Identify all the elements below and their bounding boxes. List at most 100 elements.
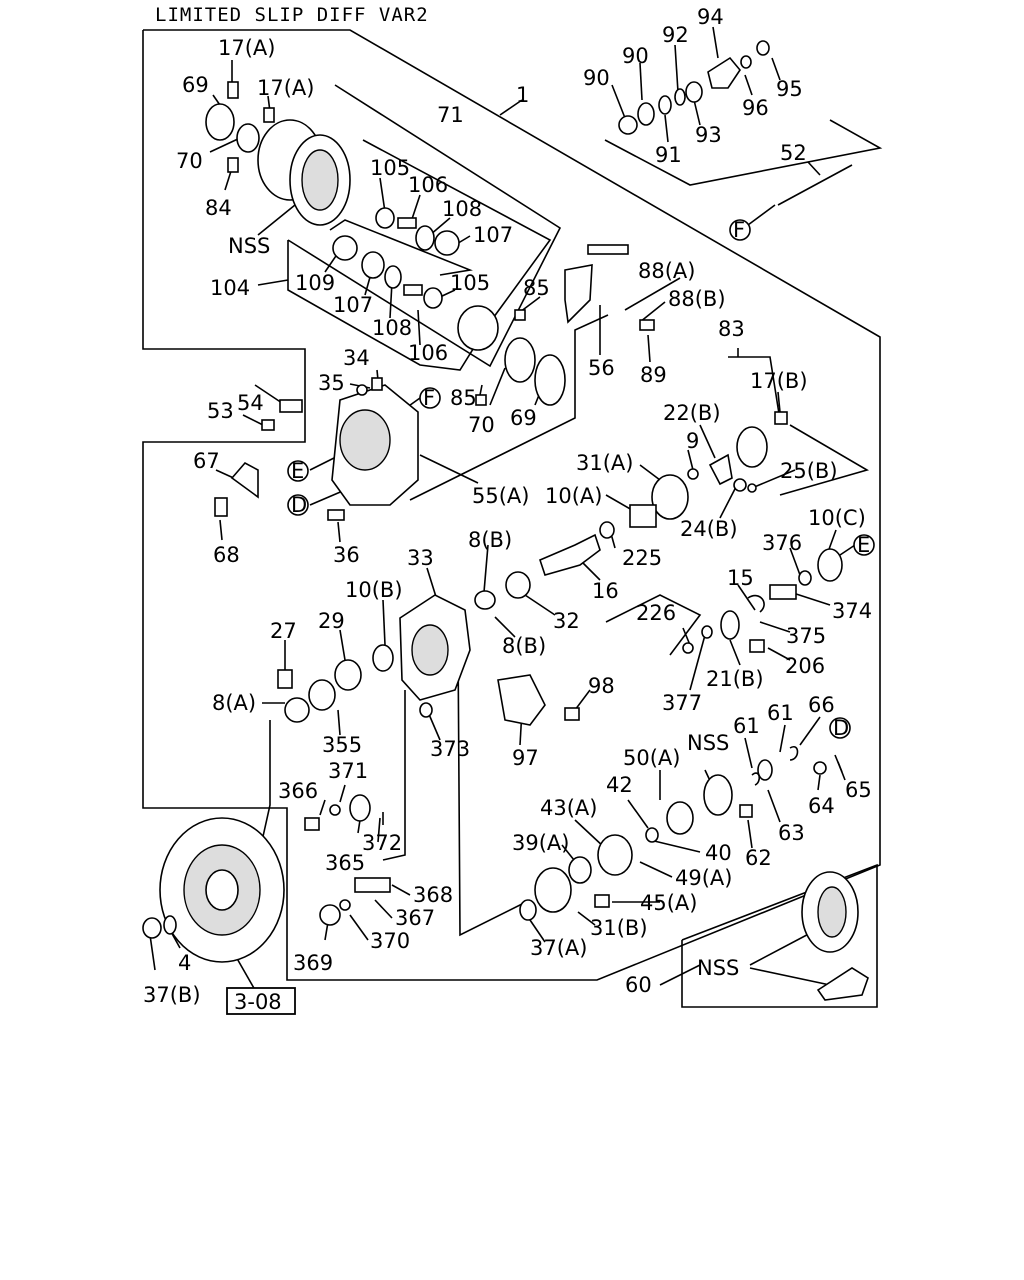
plate-355-shape <box>308 679 336 711</box>
ring-376-shape <box>798 570 812 586</box>
part-label-376: 376 <box>762 531 802 555</box>
part-label-371: 371 <box>328 759 368 783</box>
part-label-4: 4 <box>178 951 191 975</box>
ring-91-shape <box>658 95 672 115</box>
part-label-52: 52 <box>780 141 807 165</box>
gear-31a-shape <box>651 474 689 520</box>
marker-e-2-text: E <box>857 533 870 557</box>
plug-373-shape <box>419 702 433 718</box>
part-label-369: 369 <box>293 951 333 975</box>
part-label-33: 33 <box>407 546 434 570</box>
part-label-94: 94 <box>697 5 724 29</box>
bolt-89-shape <box>639 319 655 331</box>
subassembly-71-outline <box>287 84 562 368</box>
part-label-71: 71 <box>437 103 464 127</box>
part-label-67: 67 <box>193 449 220 473</box>
group-8a-outline <box>259 720 271 851</box>
bolt-17a-2-shape <box>263 107 275 123</box>
bearing-10c-shape <box>817 548 843 582</box>
group-83-outline <box>728 356 781 421</box>
marker-d-1 <box>287 494 309 516</box>
part-label-70: 70 <box>176 149 203 173</box>
gear-105-shape <box>375 207 395 229</box>
part-label-17b: 17(B) <box>750 369 808 393</box>
part-label-105: 105 <box>370 156 410 180</box>
bearing-cap-56-shape <box>564 264 593 324</box>
washer-370-shape <box>339 899 351 911</box>
diagram-title: LIMITED SLIP DIFF VAR2 <box>155 4 429 26</box>
part-label-8b: 8(B) <box>468 528 512 552</box>
marker-e-1 <box>287 460 309 482</box>
part-label-65: 65 <box>845 778 872 802</box>
part-label-365: 365 <box>325 851 365 875</box>
part-label-nss: NSS <box>228 234 270 258</box>
marker-d-2-text: D <box>833 716 849 740</box>
part-label-25b: 25(B) <box>780 459 838 483</box>
part-label-21b: 21(B) <box>706 667 764 691</box>
nut-95-shape <box>756 40 770 56</box>
race-70b-shape <box>504 337 536 383</box>
part-label-1: 1 <box>516 83 529 107</box>
group-372-outline <box>382 690 406 861</box>
part-label-104: 104 <box>210 276 250 300</box>
bolt-98-shape <box>564 707 580 721</box>
part-label-64: 64 <box>808 794 835 818</box>
housing-43a-shape <box>597 834 633 876</box>
nut-37b-shape <box>142 917 162 939</box>
gear-31b-shape <box>534 867 572 913</box>
washer-225-shape <box>599 521 615 539</box>
reference-markers: F E D F E D <box>287 218 875 740</box>
page-ref-box[interactable] <box>226 987 296 1015</box>
part-label-62: 62 <box>745 846 772 870</box>
marker-d-2 <box>829 717 851 739</box>
part-label-53: 53 <box>207 399 234 423</box>
shaft-group-outline <box>604 119 883 186</box>
collar-83-shape <box>736 426 768 468</box>
plate-107b-shape <box>361 251 385 279</box>
bolt-17b-shape <box>774 411 788 425</box>
washer-4-shape <box>163 915 177 935</box>
part-label-377: 377 <box>662 691 702 715</box>
page-ref-link[interactable]: 3-08 <box>234 990 282 1014</box>
marker-f-2 <box>729 219 751 241</box>
part-label-96: 96 <box>742 96 769 120</box>
bolt-34-shape <box>371 377 383 391</box>
part-label-225: 225 <box>622 546 662 570</box>
part-label-90-2: 90 <box>622 44 649 68</box>
plate-109-shape <box>332 235 358 261</box>
part-label-61-2: 61 <box>733 714 760 738</box>
bolt-17a-shape <box>227 81 239 99</box>
part-label-69-2: 69 <box>510 406 537 430</box>
bolt-27-shape <box>277 669 293 689</box>
clip-66-shape <box>789 746 799 761</box>
spring-106-shape <box>397 217 417 229</box>
race-70-shape <box>236 123 260 153</box>
part-label-35: 35 <box>318 371 345 395</box>
bolt-85-shape <box>514 309 526 321</box>
part-label-92: 92 <box>662 23 689 47</box>
nut-64-shape <box>813 761 827 775</box>
part-label-43a: 43(A) <box>540 796 597 820</box>
part-label-372: 372 <box>362 831 402 855</box>
bearing-39a-shape <box>568 856 592 884</box>
bolt-85b-shape <box>475 394 487 406</box>
part-label-10b: 10(B) <box>345 578 403 602</box>
nut-24b-shape <box>733 478 747 492</box>
shaft-16-shape <box>539 533 601 576</box>
part-label-106: 106 <box>408 173 448 197</box>
seal-90-shape <box>618 115 638 135</box>
part-label-105-2: 105 <box>450 271 490 295</box>
part-label-374: 374 <box>832 599 872 623</box>
part-label-85: 85 <box>523 276 550 300</box>
part-label-29: 29 <box>318 609 345 633</box>
gear-105b-shape <box>423 287 443 309</box>
part-label-8a: 8(A) <box>212 691 256 715</box>
ring-377-shape <box>701 625 713 639</box>
part-label-91: 91 <box>655 143 682 167</box>
flange-94-shape <box>707 56 741 89</box>
part-label-34: 34 <box>343 346 370 370</box>
bolt-206-shape <box>749 639 765 653</box>
part-label-68: 68 <box>213 543 240 567</box>
bolt-68-shape <box>214 497 228 517</box>
part-label-40: 40 <box>705 841 732 865</box>
